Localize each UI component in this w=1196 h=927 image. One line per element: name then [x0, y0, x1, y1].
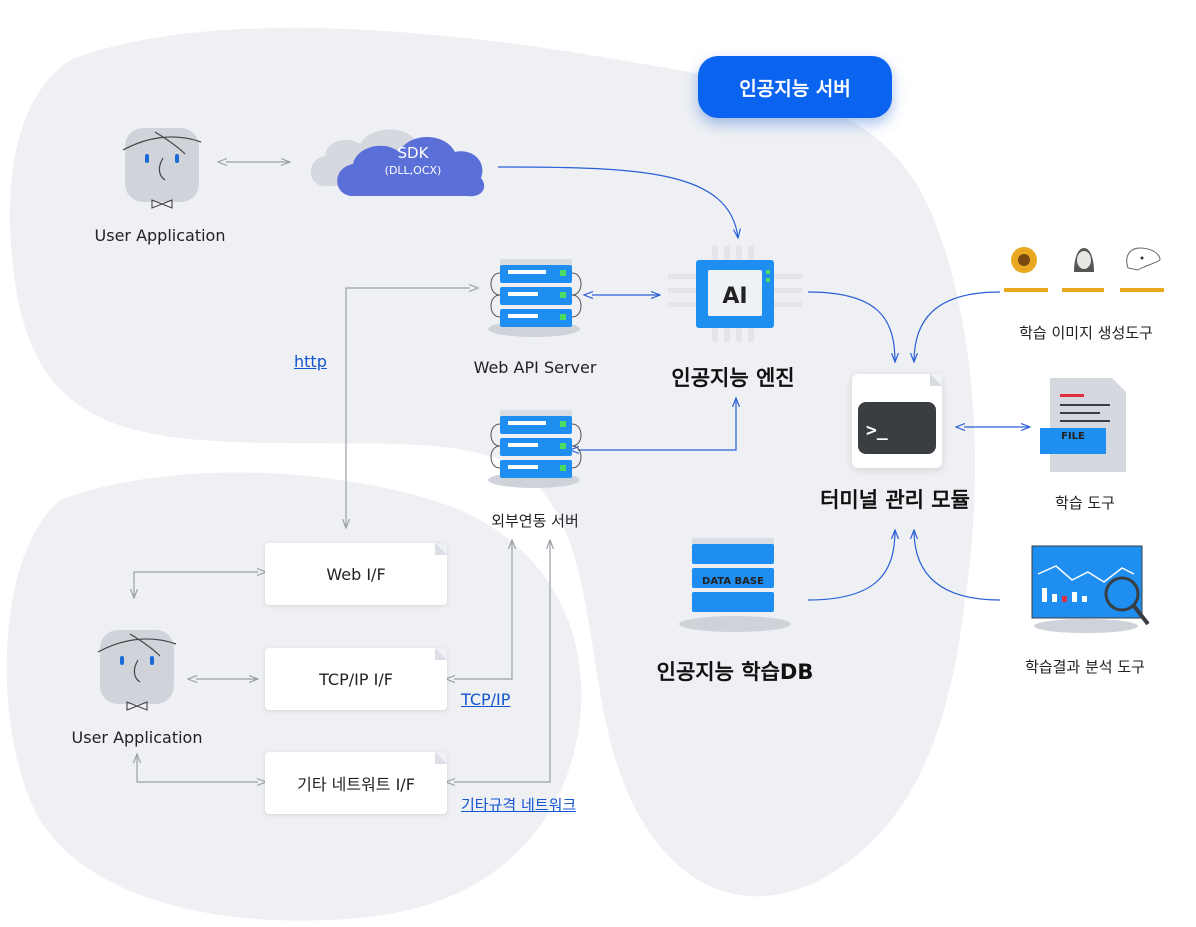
- web-api-server-label: Web API Server: [473, 358, 597, 377]
- user-app-bottom-avatar: [97, 630, 177, 711]
- ai-chip-text: AI: [722, 284, 748, 309]
- learning-db-label: 인공지능 학습DB: [656, 660, 814, 684]
- sdk-cloud-icon: [310, 129, 485, 197]
- connector-analysis-terminal: [914, 530, 1001, 601]
- database-text: DATA BASE: [702, 576, 764, 587]
- server-region-blob: [9, 27, 976, 897]
- dog-icon: [1126, 247, 1161, 271]
- web-api-server-icon: [488, 259, 582, 337]
- connector-tcpip-external: [454, 540, 512, 679]
- connector-engine-terminal: [807, 291, 895, 362]
- image-tool-label: 학습 이미지 생성도구: [1019, 324, 1153, 342]
- face-icon: [122, 131, 202, 209]
- person-icon: [1074, 248, 1094, 272]
- connector-external-engine: [578, 398, 736, 450]
- ai-engine-label: 인공지능 엔진: [671, 366, 795, 390]
- analysis-chart-icon: [1031, 545, 1150, 633]
- other-network-link[interactable]: 기타규격 네트워크: [461, 796, 577, 814]
- analysis-tool-label: 학습결과 분석 도구: [1025, 658, 1145, 676]
- tcpip-if-box: TCP/IP I/F: [265, 648, 447, 710]
- external-server-icon: [488, 410, 582, 488]
- image-tool-icons: [1004, 247, 1164, 292]
- external-server-label: 외부연동 서버: [491, 512, 579, 530]
- web-if-box: Web I/F: [265, 543, 447, 605]
- connector-web-if: [134, 572, 258, 598]
- user-app-top-label: User Application: [94, 226, 226, 245]
- terminal-module-card: >_: [852, 374, 942, 468]
- learning-tool-label: 학습 도구: [1055, 494, 1115, 512]
- sdk-title: SDK: [397, 144, 429, 162]
- connector-other-external: [454, 540, 550, 782]
- http-link[interactable]: http: [294, 352, 327, 371]
- connector-http: [346, 288, 470, 528]
- database-icon: [679, 538, 791, 632]
- terminal-module-label: 터미널 관리 모듈: [820, 488, 970, 512]
- ai-chip-icon: [668, 246, 802, 342]
- file-document-icon: [1040, 378, 1126, 472]
- connector-imagetool-terminal: [914, 291, 1001, 362]
- other-network-if-box: 기타 네트워트 I/F: [265, 752, 447, 814]
- user-app-bottom-label: User Application: [71, 728, 203, 747]
- connector-db-terminal: [807, 530, 895, 601]
- ai-server-badge: 인공지능 서버: [698, 56, 892, 118]
- terminal-icon: >_: [858, 402, 936, 454]
- tcpip-link[interactable]: TCP/IP: [461, 690, 511, 709]
- sdk-subtitle: (DLL,OCX): [384, 164, 442, 177]
- connector-other-userapp: [137, 754, 258, 782]
- face-icon: [97, 633, 177, 711]
- sunflower-icon: [1011, 247, 1037, 273]
- connector-sdk-engine: [497, 166, 738, 238]
- user-app-top-avatar: [122, 128, 202, 209]
- file-text: FILE: [1061, 431, 1085, 442]
